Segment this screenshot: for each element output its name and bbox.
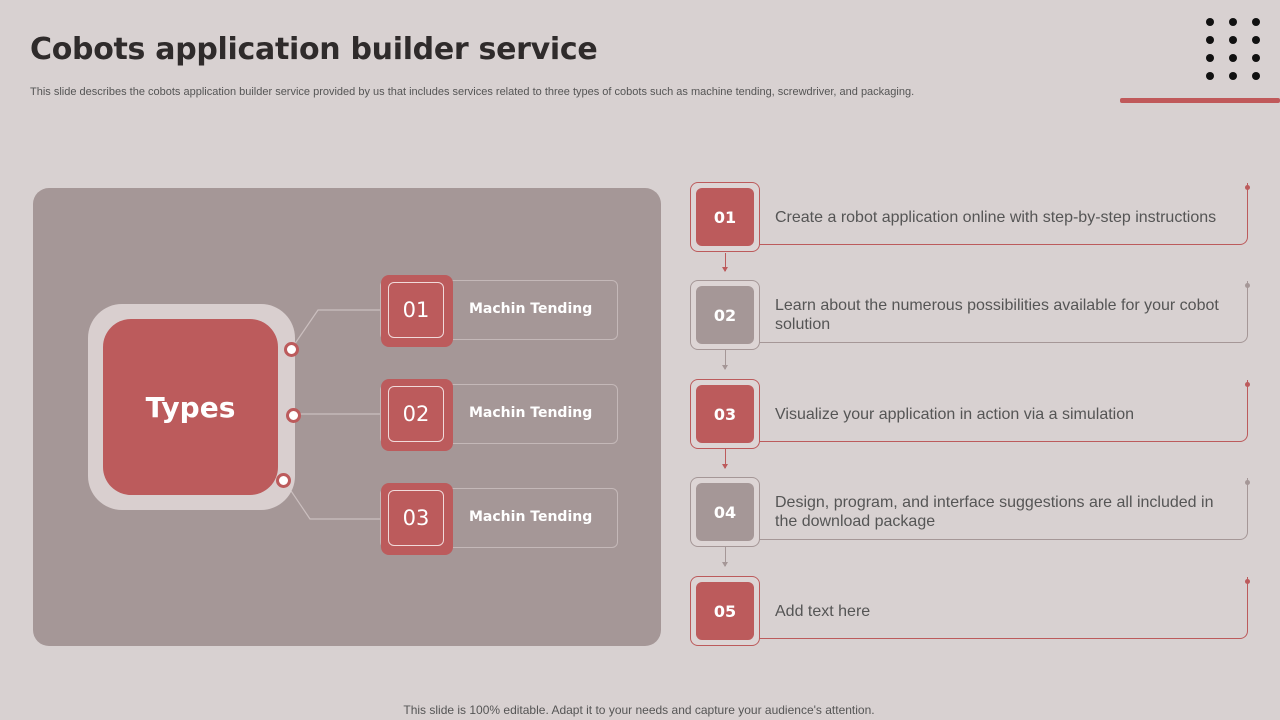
step-text: Add text here (775, 602, 871, 620)
decorative-dot-grid (1206, 18, 1262, 90)
type-number: 02 (388, 386, 444, 442)
step-number: 05 (696, 582, 754, 640)
type-item-3: 03 Machin Tending (380, 483, 618, 555)
types-card-inner: Types (103, 319, 278, 495)
types-label: Types (145, 390, 236, 424)
step-5: 05 Add text here (690, 576, 1250, 646)
step-arrow (722, 547, 728, 567)
types-panel: Types 01 Machin Tending 02 Machin Tendin… (33, 188, 661, 646)
page-subtitle: This slide describes the cobots applicat… (30, 86, 915, 98)
connector-node-3 (276, 473, 291, 488)
step-1: 01 Create a robot application online wit… (690, 182, 1250, 252)
type-number-box: 02 (381, 379, 453, 451)
connector-node-1 (284, 342, 299, 357)
decorative-dot (1229, 36, 1237, 44)
type-label: Machin Tending (469, 405, 593, 421)
step-text: Create a robot application online with s… (775, 208, 1217, 226)
decorative-dot (1252, 18, 1260, 26)
step-2: 02 Learn about the numerous possibilitie… (690, 280, 1250, 350)
decorative-dot (1206, 54, 1214, 62)
step-number: 04 (696, 483, 754, 541)
accent-line (1120, 98, 1280, 103)
step-number: 03 (696, 385, 754, 443)
type-number: 03 (388, 490, 444, 546)
connector-node-2 (286, 408, 301, 423)
step-number-box: 04 (690, 477, 760, 547)
decorative-dot (1229, 18, 1237, 26)
step-frame (720, 380, 1250, 442)
footer-note: This slide is 100% editable. Adapt it to… (403, 703, 875, 717)
type-number-box: 03 (381, 483, 453, 555)
decorative-dot (1229, 72, 1237, 80)
step-text: Visualize your application in action via… (775, 405, 1135, 423)
decorative-dot (1206, 72, 1214, 80)
type-label: Machin Tending (469, 509, 593, 525)
step-frame (720, 577, 1250, 639)
step-number: 01 (696, 188, 754, 246)
step-text: Design, program, and interface suggestio… (775, 494, 1214, 530)
step-number-box: 05 (690, 576, 760, 646)
decorative-dot (1252, 36, 1260, 44)
decorative-dot (1252, 72, 1260, 80)
types-card: Types (88, 304, 295, 510)
type-item-2: 02 Machin Tending (380, 379, 618, 451)
step-4: 04 Design, program, and interface sugges… (690, 477, 1250, 547)
step-frame (720, 281, 1250, 343)
step-text: Learn about the numerous possibilities a… (775, 297, 1219, 333)
type-label: Machin Tending (469, 301, 593, 317)
step-number-box: 03 (690, 379, 760, 449)
step-3: 03 Visualize your application in action … (690, 379, 1250, 449)
step-arrow (722, 253, 728, 272)
step-arrow (722, 350, 728, 370)
step-number-box: 01 (690, 182, 760, 252)
step-number: 02 (696, 286, 754, 344)
step-frame (720, 478, 1250, 540)
decorative-dot (1229, 54, 1237, 62)
type-number-box: 01 (381, 275, 453, 347)
decorative-dot (1252, 54, 1260, 62)
type-item-1: 01 Machin Tending (380, 275, 618, 347)
type-number: 01 (388, 282, 444, 338)
decorative-dot (1206, 36, 1214, 44)
decorative-dot (1206, 18, 1214, 26)
page-title: Cobots application builder service (30, 32, 598, 67)
step-number-box: 02 (690, 280, 760, 350)
step-frame (720, 183, 1250, 245)
step-arrow (722, 449, 728, 469)
